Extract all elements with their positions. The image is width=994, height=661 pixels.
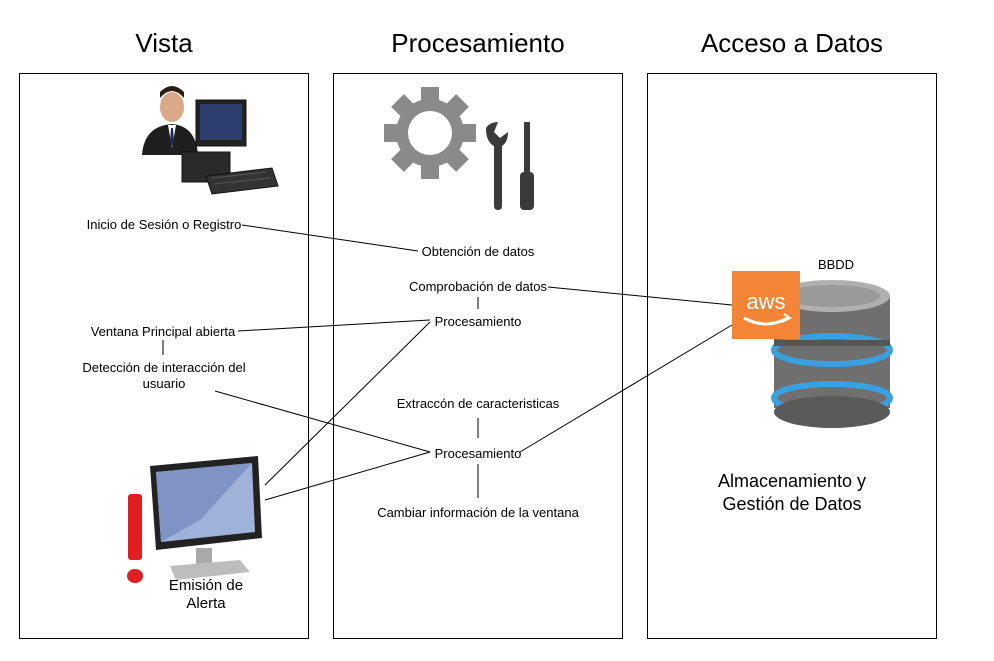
alert-monitor-icon: [150, 456, 262, 580]
label-bbdd: BBDD: [817, 257, 855, 272]
label-login: Inicio de Sesión o Registro: [86, 217, 242, 232]
label-change-window: Cambiar información de la ventana: [377, 505, 579, 520]
connector-check-aws: [547, 286, 733, 306]
wrench-icon: [486, 122, 508, 210]
label-storage-line1: Almacenamiento y: [717, 471, 867, 491]
label-detection-line2: usuario: [142, 376, 186, 391]
panel-acceso-datos: [647, 73, 937, 639]
user-computer-icon: [142, 86, 279, 195]
column-title-vista: Vista: [135, 28, 193, 58]
connector-login-obtain: [241, 224, 419, 252]
column-title-procesamiento: Procesamiento: [391, 28, 565, 58]
aws-logo-text: aws: [746, 289, 785, 314]
label-detection-line1: Detección de interacción del: [82, 360, 246, 375]
connector-detection-process2: [214, 390, 431, 453]
label-processing-1: Procesamiento: [434, 314, 522, 329]
column-title-acceso-datos: Acceso a Datos: [700, 28, 884, 58]
aws-logo: aws: [732, 271, 800, 339]
gear-icon: [384, 87, 476, 179]
label-alert-line1: Emisión de: [168, 577, 244, 594]
database-icon: [771, 280, 893, 428]
panel-vista: [19, 73, 309, 639]
label-storage-line2: Gestión de Datos: [722, 494, 862, 514]
connector-main-process1: [237, 319, 431, 332]
connector-process2-alert: [264, 451, 431, 501]
exclamation-icon: [127, 494, 143, 583]
label-obtain-data: Obtención de datos: [421, 244, 535, 259]
connector-lines: [162, 224, 733, 501]
label-main-window: Ventana Principal abierta: [90, 324, 236, 339]
label-alert-line2: Alerta: [186, 595, 226, 612]
label-check-data: Comprobación de datos: [408, 279, 548, 294]
label-extract-features: Extraccón de caracteristicas: [396, 396, 560, 411]
connector-process1-alert: [264, 321, 431, 486]
connector-process2-aws: [519, 324, 733, 453]
screwdriver-icon: [520, 122, 534, 210]
panel-procesamiento: [333, 73, 623, 639]
label-processing-2: Procesamiento: [434, 446, 522, 461]
